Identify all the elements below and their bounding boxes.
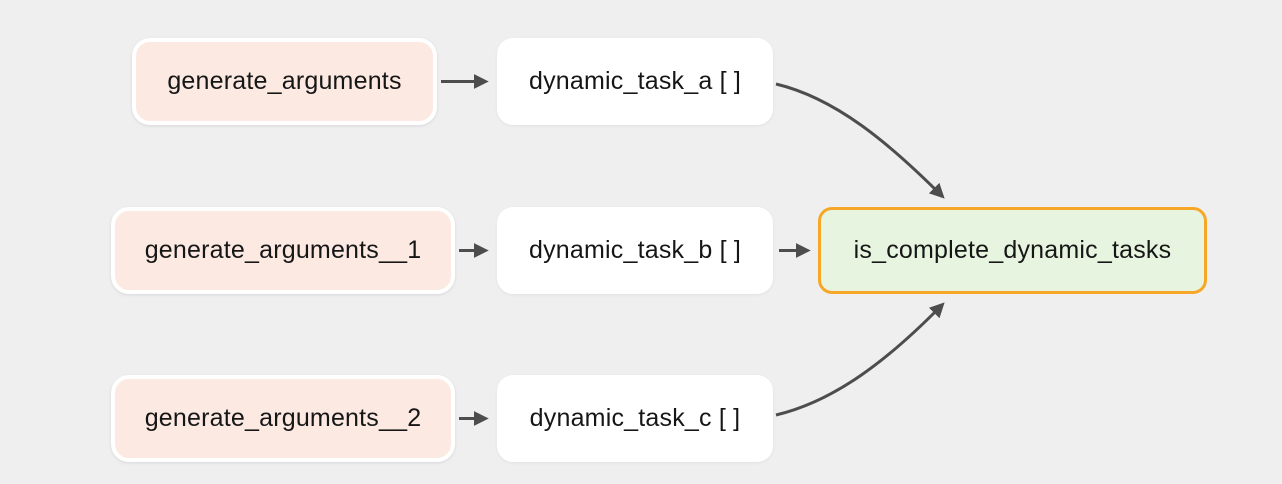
node-is-complete-dynamic-tasks[interactable]: is_complete_dynamic_tasks xyxy=(818,207,1207,294)
edge-dynamic-task-c-to-is-complete xyxy=(775,302,945,417)
node-generate-arguments-1[interactable]: generate_arguments__1 xyxy=(111,207,455,294)
node-label: generate_arguments__2 xyxy=(144,404,422,432)
node-label: generate_arguments xyxy=(167,67,402,95)
node-dynamic-task-b[interactable]: dynamic_task_b [ ] xyxy=(497,207,773,294)
node-generate-arguments[interactable]: generate_arguments xyxy=(132,38,437,125)
edge-dynamic-task-a-to-is-complete xyxy=(775,82,945,199)
node-label: is_complete_dynamic_tasks xyxy=(853,236,1172,264)
node-label: generate_arguments__1 xyxy=(144,236,422,264)
node-generate-arguments-2[interactable]: generate_arguments__2 xyxy=(111,375,455,462)
node-dynamic-task-a[interactable]: dynamic_task_a [ ] xyxy=(497,38,773,125)
node-dynamic-task-c[interactable]: dynamic_task_c [ ] xyxy=(497,375,773,462)
node-label: dynamic_task_a [ ] xyxy=(528,67,742,95)
node-label: dynamic_task_b [ ] xyxy=(528,236,742,264)
node-label: dynamic_task_c [ ] xyxy=(529,404,741,432)
